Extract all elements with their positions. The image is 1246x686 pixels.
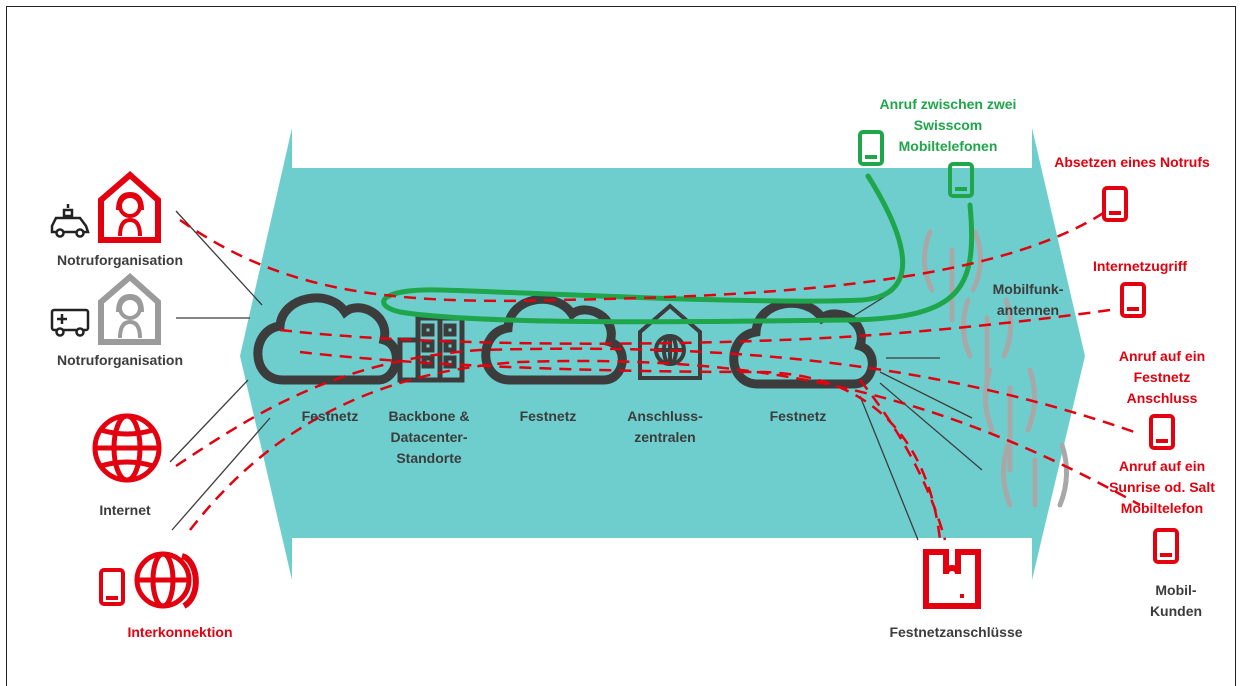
- phone-red-icon: [1102, 186, 1128, 222]
- fixed-connections-label: Festnetzanschlüsse: [889, 624, 1023, 640]
- phone-red-icon: [1120, 282, 1146, 318]
- phone-green-icon: [948, 162, 974, 198]
- festnetz-3-label: Festnetz: [769, 408, 827, 424]
- police-org-label: Notruforganisation: [57, 252, 183, 268]
- call-paths: [175, 210, 1141, 541]
- phone-red-icon: [99, 568, 125, 606]
- ambulance-icon: [50, 308, 90, 337]
- fixed-call-label: Anruf auf ein Festnetz Anschluss: [1118, 348, 1206, 406]
- festnetz-1-label: Festnetz: [301, 408, 359, 424]
- diagram-frame: [6, 6, 1236, 686]
- globe-phone-icon: [134, 551, 199, 609]
- police-car-icon: [50, 204, 90, 238]
- other-mobile-call-label: Anruf auf ein Sunrise od. Salt Mobiltele…: [1109, 458, 1215, 516]
- phone-red-icon: [1149, 414, 1175, 450]
- phone-red-icon: [1153, 528, 1179, 564]
- swisscom-call-path: [381, 173, 975, 325]
- internet-access-label: Internetzugriff: [1092, 258, 1188, 274]
- backbone-label: Backbone & Datacenter- Standorte: [388, 408, 470, 466]
- internet-label: Internet: [99, 502, 151, 518]
- mobile-customers-label: Mobil- Kunden: [1149, 582, 1203, 619]
- interconnect-label: Interkonnektion: [127, 624, 233, 640]
- connector-lines: [169, 210, 983, 541]
- anschluss-label: Anschluss- zentralen: [627, 408, 703, 445]
- antenna-icon: [922, 229, 1069, 508]
- festnetz-2-label: Festnetz: [519, 408, 577, 424]
- cloud-icon: [253, 293, 401, 385]
- fixed-connection-icon: [923, 549, 981, 609]
- emergency-house-gray-icon: [98, 273, 161, 345]
- ambulance-org-label: Notruforganisation: [57, 352, 183, 368]
- emergency-call-label: Absetzen eines Notrufs: [1054, 154, 1210, 170]
- phone-green-icon: [858, 130, 884, 166]
- mobilfunk-label: Mobilfunk- antennen: [992, 281, 1064, 318]
- globe-icon: [92, 413, 162, 483]
- emergency-house-red-icon: [98, 171, 161, 243]
- swisscom-call-label: Anruf zwischen zwei Swisscom Mobiltelefo…: [879, 96, 1017, 154]
- cloud-icon: [729, 298, 877, 389]
- cloud-icon: [481, 294, 627, 385]
